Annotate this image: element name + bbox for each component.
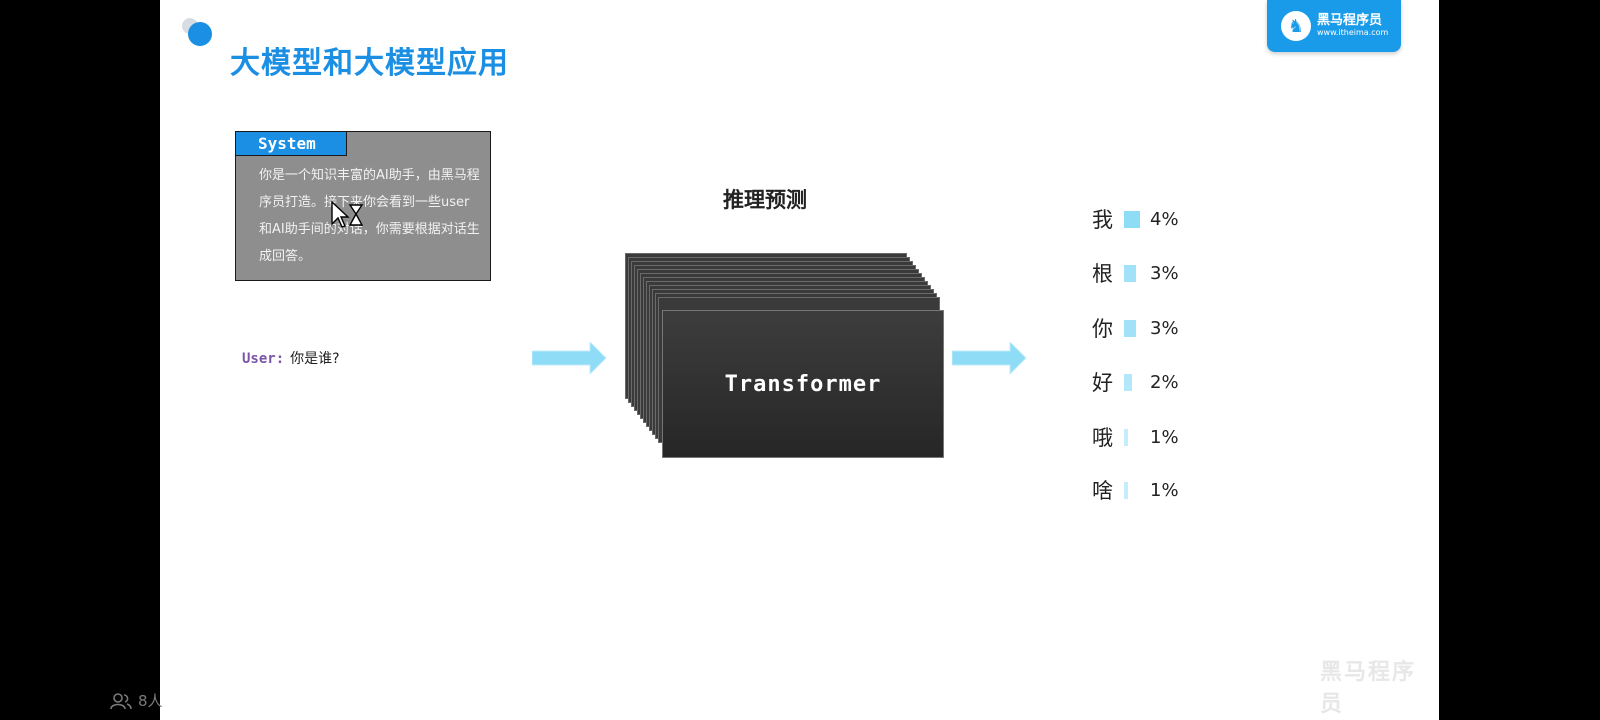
prediction-item: 我 4% [1092,204,1179,234]
logo-url: www.itheima.com [1317,27,1389,37]
probability-bar [1124,264,1136,282]
system-prompt-box: System 你是一个知识丰富的AI助手，由黑马程序员打造。接下来你会看到一些u… [235,131,491,281]
transformer-block: Transformer [662,310,944,458]
busy-cursor-icon [331,200,364,228]
prediction-item: 哦 1% [1092,422,1179,452]
probability-value: 1% [1150,426,1179,448]
output-arrow-icon [952,342,1027,374]
token-char: 根 [1092,262,1113,286]
horse-logo-icon: ♞ [1281,11,1311,41]
probability-bar [1124,373,1132,391]
probability-value: 3% [1150,262,1179,284]
viewer-count-text: 8人 [138,692,163,710]
token-char: 哦 [1092,426,1113,450]
probability-bar [1124,319,1136,337]
probability-value: 2% [1150,371,1179,393]
viewer-count: 8人 [110,690,163,711]
probability-bar [1124,481,1128,499]
user-message: User: 你是谁? [242,348,340,368]
brand-logo: ♞ 黑马程序员 www.itheima.com [1267,0,1401,52]
logo-name: 黑马程序员 [1317,13,1383,29]
probability-bar [1124,428,1128,446]
system-tag: System [235,131,347,156]
prediction-item: 啥 1% [1092,475,1179,505]
probability-value: 1% [1150,479,1179,501]
prediction-item: 你 3% [1092,313,1179,343]
user-label: User: [242,351,285,367]
probability-value: 3% [1150,317,1179,339]
slide-title: 大模型和大模型应用 [230,46,509,81]
slide: 大模型和大模型应用 ♞ 黑马程序员 www.itheima.com System… [160,0,1439,720]
probability-bar [1124,210,1140,228]
accent-dot [188,22,212,46]
token-char: 啥 [1092,479,1113,503]
watermark-text: 黑马程序员 [1320,660,1417,717]
system-prompt-text: 你是一个知识丰富的AI助手，由黑马程序员打造。接下来你会看到一些user和AI助… [259,168,480,264]
token-char: 好 [1092,371,1113,395]
user-text: 你是谁? [290,351,340,367]
token-char: 你 [1092,317,1113,341]
people-icon [110,692,132,709]
token-char: 我 [1092,208,1113,232]
prediction-item: 好 2% [1092,367,1179,397]
probability-value: 4% [1150,208,1179,230]
prediction-item: 根 3% [1092,258,1179,288]
inference-label: 推理预测 [723,188,807,212]
input-arrow-icon [532,342,607,374]
